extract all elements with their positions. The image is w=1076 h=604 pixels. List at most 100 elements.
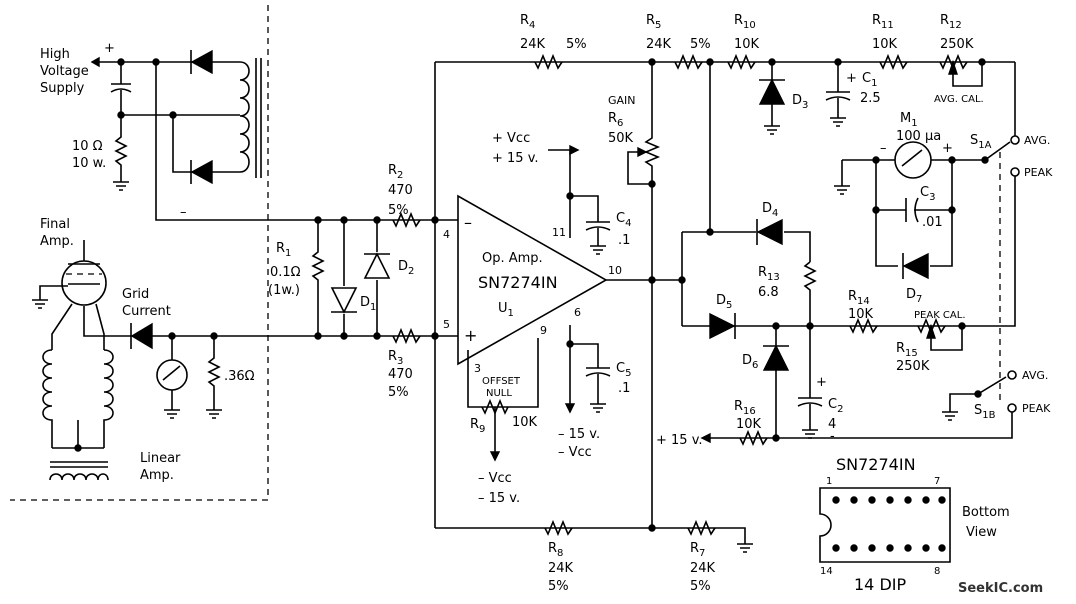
d4-wires <box>682 231 811 262</box>
c1-value: 2.5 <box>860 91 881 106</box>
s1a-peak-contact <box>1010 167 1020 177</box>
dip-package: SN7274IN 1 7 14 8 Bottom View 14 DIP <box>819 455 1010 594</box>
dip-pin1: 1 <box>826 476 832 487</box>
supply-plus-sign: + <box>104 41 115 56</box>
resistor-r16 <box>739 429 768 447</box>
resistor-r14 <box>849 317 878 335</box>
vcc-neg9-line1: – Vcc <box>478 471 512 486</box>
final-amp-label-line2: Amp. <box>40 234 74 249</box>
resistor-r1 <box>311 220 325 336</box>
junction-dot <box>648 276 656 284</box>
r5-value: 24K <box>646 37 672 52</box>
switch-s1a-blade[interactable] <box>984 141 1011 161</box>
op-amp-input-leads <box>435 219 458 337</box>
grid-current-label-line1: Grid <box>122 287 149 302</box>
diode-d2 <box>363 252 391 279</box>
c5-value: .1 <box>618 381 630 396</box>
supply-resistor-10ohm <box>113 115 129 191</box>
grid-current-label-line2: Current <box>122 304 171 319</box>
grid-return-wire <box>83 306 265 337</box>
resistor-r5 <box>674 53 703 71</box>
supply-filter-capacitor <box>110 62 132 115</box>
r8-name: R8 <box>548 541 563 559</box>
c1-plus: + <box>846 71 857 86</box>
resistor-r3 <box>392 327 421 345</box>
resistor-r10 <box>727 53 756 71</box>
switch-s1b-blade[interactable] <box>977 376 1007 395</box>
r3-name: R3 <box>388 349 403 367</box>
r8-value: 24K <box>548 561 574 576</box>
linear-amp-label-line1: Linear <box>140 451 181 466</box>
s1a-avg-contact <box>1010 135 1020 145</box>
r15-wiper-wire <box>930 326 963 351</box>
r3-tol: 5% <box>388 385 409 400</box>
pin-3: 3 <box>474 362 481 375</box>
r2-value: 470 <box>388 183 413 198</box>
pin-5: 5 <box>443 318 450 331</box>
resistor-r2 <box>392 211 421 229</box>
grid-current-meter <box>156 359 188 391</box>
resistor-r8 <box>544 519 573 537</box>
m1-minus: – <box>880 141 887 156</box>
d7-name: D7 <box>906 287 922 305</box>
c2-plus: + <box>816 375 827 390</box>
op-amp-plus: + <box>464 326 477 345</box>
diode-d6 <box>762 326 790 438</box>
diode-d3 <box>758 62 786 135</box>
shunt-value: .36Ω <box>224 369 255 384</box>
m1-plus: + <box>942 141 953 156</box>
r5-name: R5 <box>646 13 661 31</box>
meter-shunt-wires <box>875 160 953 267</box>
r7-tol: 5% <box>690 579 711 594</box>
final-amp-section: Final Amp. Grid Current .36Ω Linear A <box>32 217 265 483</box>
r8-tol: 5% <box>548 579 569 594</box>
vcc-neg9-arrow <box>489 451 501 462</box>
dip-package-label: 14 DIP <box>854 575 906 594</box>
peak-detector: D4 R13 6.8 D5 D6 + C2 4 - + 15 v. R16 10… <box>656 176 1016 448</box>
meter-ground <box>834 160 850 195</box>
diode-d5 <box>709 312 736 340</box>
peak-main-wire <box>682 176 1016 327</box>
r15-name: R15 <box>896 341 918 359</box>
feedback-network: R4 24K 5% R5 24K 5% GAIN R6 50K R8 24K 5… <box>435 13 1015 594</box>
dip-title: SN7274IN <box>836 455 916 474</box>
m1-name: M1 <box>900 111 918 129</box>
bottom-feedback-wire <box>435 527 753 553</box>
r2-tol: 5% <box>388 203 409 218</box>
linear-amp-label-line2: Amp. <box>140 468 174 483</box>
rectifier-diode-bottom <box>190 159 213 185</box>
resistor-r11 <box>879 53 908 71</box>
s1b-peak-label: PEAK <box>1022 402 1051 415</box>
pin-6: 6 <box>574 306 581 319</box>
d5-name: D5 <box>716 293 732 311</box>
c2-value: 4 <box>828 417 836 432</box>
r15-cal-label: PEAK CAL. <box>914 310 966 321</box>
r7-name: R7 <box>690 541 705 559</box>
vcc-neg6-arrow <box>564 403 576 414</box>
s1a-peak-label: PEAK <box>1024 166 1053 179</box>
vcc-neg6-line1: – 15 v. <box>558 427 600 442</box>
supply-arrow <box>90 56 100 68</box>
supply-resistor-rating: 10 w. <box>72 156 106 171</box>
junction-dot <box>678 276 686 284</box>
d1-name: D1 <box>360 295 376 313</box>
vcc-neg6-line2: – Vcc <box>558 445 592 460</box>
r1-name: R1 <box>276 241 291 259</box>
pin-11: 11 <box>552 226 566 239</box>
r12-wiper-wire <box>952 62 983 87</box>
r7-value: 24K <box>690 561 716 576</box>
r6-gain-label: GAIN <box>608 94 636 107</box>
r15-wiper-arrow <box>926 323 936 339</box>
capacitor-c1 <box>825 62 851 127</box>
meter-m1 <box>894 141 932 179</box>
c3-name: C3 <box>920 185 935 203</box>
r10-name: R10 <box>734 13 756 31</box>
r1-rating: (1w.) <box>268 283 300 298</box>
meter-needle <box>901 149 923 167</box>
linear-amp-transformer <box>42 349 114 481</box>
c1-name: C1 <box>862 71 877 89</box>
dip-pins <box>832 496 946 552</box>
op-amp-u1: – + 4 5 Op. Amp. SN7274IN U1 10 11 + Vcc… <box>431 62 682 528</box>
